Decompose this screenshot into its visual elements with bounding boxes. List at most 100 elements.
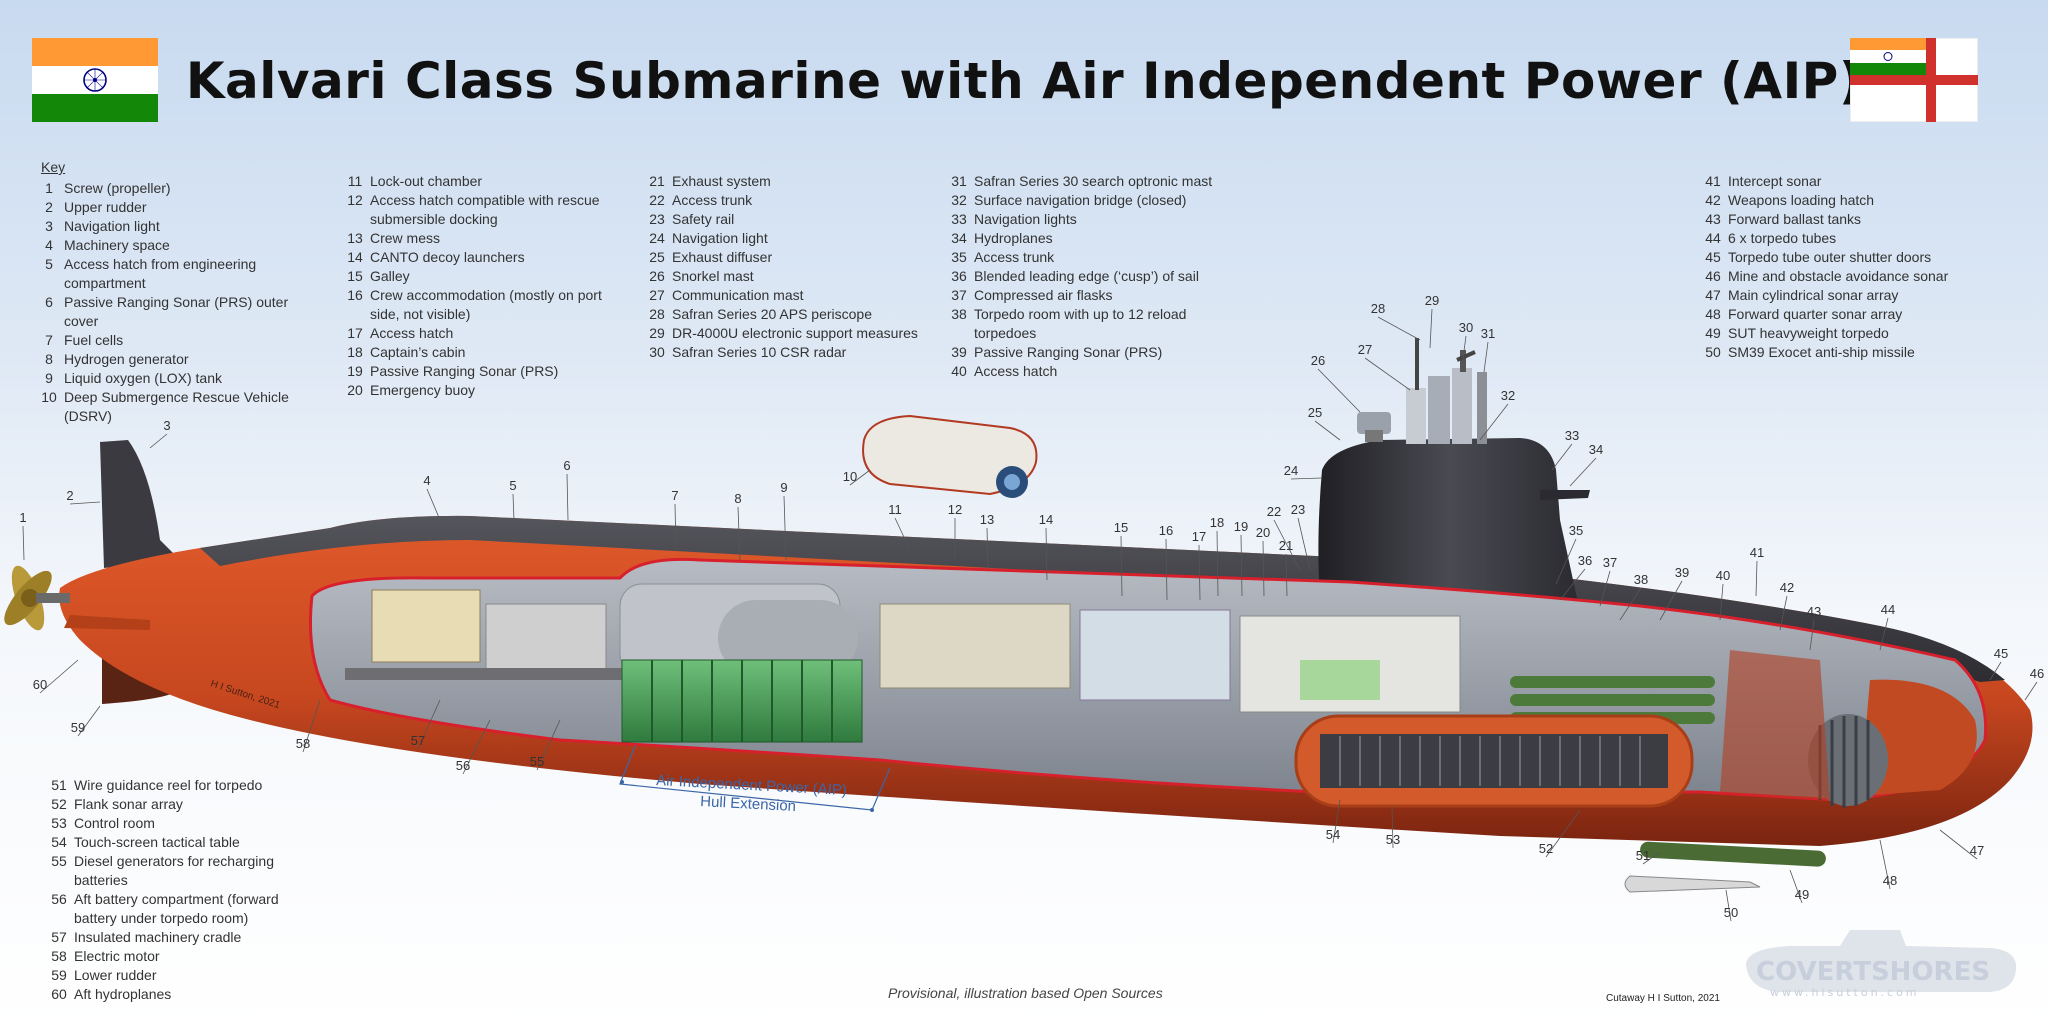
key-number: 23: [649, 211, 665, 227]
callout-leader-line: [1789, 869, 1803, 904]
callout-45: 45: [1994, 646, 2008, 661]
key-number: 11: [347, 173, 363, 189]
aip-cells: [621, 659, 863, 743]
callout-37: 37: [1603, 555, 1617, 570]
credit: Cutaway H I Sutton, 2021: [1606, 993, 1720, 1004]
callout-12: 12: [948, 502, 962, 517]
key-number: 2: [45, 199, 53, 215]
key-label: Navigation light: [64, 218, 160, 234]
callout-14: 14: [1039, 512, 1053, 527]
callout-51: 51: [1636, 848, 1650, 863]
callout-leader-line: [77, 705, 101, 737]
callout-28: 28: [1371, 301, 1385, 316]
callout-leader-line: [536, 719, 561, 771]
callout-38: 38: [1634, 572, 1648, 587]
callout-2: 2: [66, 488, 73, 503]
callout-6: 6: [563, 458, 570, 473]
key-number: 58: [51, 948, 67, 964]
covertshores-logo: COVERTSHORES www.hisutton.com: [1746, 930, 2017, 999]
key-label: Access hatch from engineering compartmen…: [64, 256, 257, 291]
callout-leader-line: [1216, 530, 1219, 597]
key-number: 49: [1705, 325, 1721, 341]
callout-leader-line: [1317, 368, 1361, 413]
callout-leader-line: [462, 719, 491, 775]
key-number: 14: [347, 249, 363, 265]
key-label: Lock-out chamber: [370, 173, 483, 189]
callout-leader-line: [1429, 308, 1433, 349]
key-label: Crew accommodation (mostly on port side,…: [370, 287, 602, 322]
callout-leader-line: [1642, 851, 1661, 865]
callout-leader-line: [1809, 619, 1815, 651]
callout-44: 44: [1881, 602, 1895, 617]
page-title: Kalvari Class Submarine with Air Indepen…: [185, 52, 1863, 110]
callout-leader-line: [1045, 527, 1048, 581]
callout-1: 1: [19, 510, 26, 525]
callout-leader-line: [1273, 519, 1301, 571]
key-label: Hydrogen generator: [64, 351, 189, 367]
key-number: 59: [51, 967, 67, 983]
key-number: 13: [347, 230, 363, 246]
callout-leader-line: [1285, 553, 1288, 597]
key-label: Upper rudder: [64, 199, 147, 215]
callout-leader-line: [1939, 829, 1978, 860]
key-number: 4: [45, 237, 53, 253]
key-label: Screw (propeller): [64, 180, 171, 196]
callout-22: 22: [1267, 504, 1281, 519]
key-number: 57: [51, 929, 67, 945]
key-number: 3: [45, 218, 53, 234]
callout-leader-line: [1599, 570, 1611, 607]
key-label: Forward ballast tanks: [1728, 211, 1862, 227]
key-number: 47: [1705, 287, 1721, 303]
dsrv-vehicle: [862, 414, 1038, 498]
callout-39: 39: [1675, 565, 1689, 580]
key-row: 11 Lock-out chamber: [340, 172, 610, 191]
key-label: Electric motor: [74, 948, 160, 964]
callout-18: 18: [1210, 515, 1224, 530]
key-number: 24: [649, 230, 665, 246]
callout-10: 10: [843, 469, 857, 484]
key-number: 29: [649, 325, 665, 341]
callout-leader-line: [1262, 540, 1265, 597]
key-number: 30: [649, 344, 665, 360]
key-number: 5: [45, 256, 53, 272]
callout-8: 8: [734, 491, 741, 506]
naval-ensign-icon: [1850, 38, 1978, 122]
callout-leader-line: [986, 527, 989, 571]
key-label: Access trunk: [974, 249, 1055, 265]
callout-47: 47: [1970, 843, 1984, 858]
callout-leader-line: [512, 493, 515, 521]
key-label: Exhaust system: [672, 173, 771, 189]
key-number: 26: [649, 268, 665, 284]
callout-32: 32: [1501, 388, 1515, 403]
key-number: 6: [45, 294, 53, 310]
key-number: 22: [649, 192, 665, 208]
logo-url: www.hisutton.com: [1770, 986, 1920, 999]
key-number: 1: [45, 180, 53, 196]
callout-leader-line: [1725, 889, 1732, 922]
key-number: 8: [45, 351, 53, 367]
callout-leader-line: [1719, 583, 1724, 621]
callout-56: 56: [456, 758, 470, 773]
key-number: 40: [951, 363, 967, 379]
key-label: Insulated machinery cradle: [74, 929, 242, 945]
